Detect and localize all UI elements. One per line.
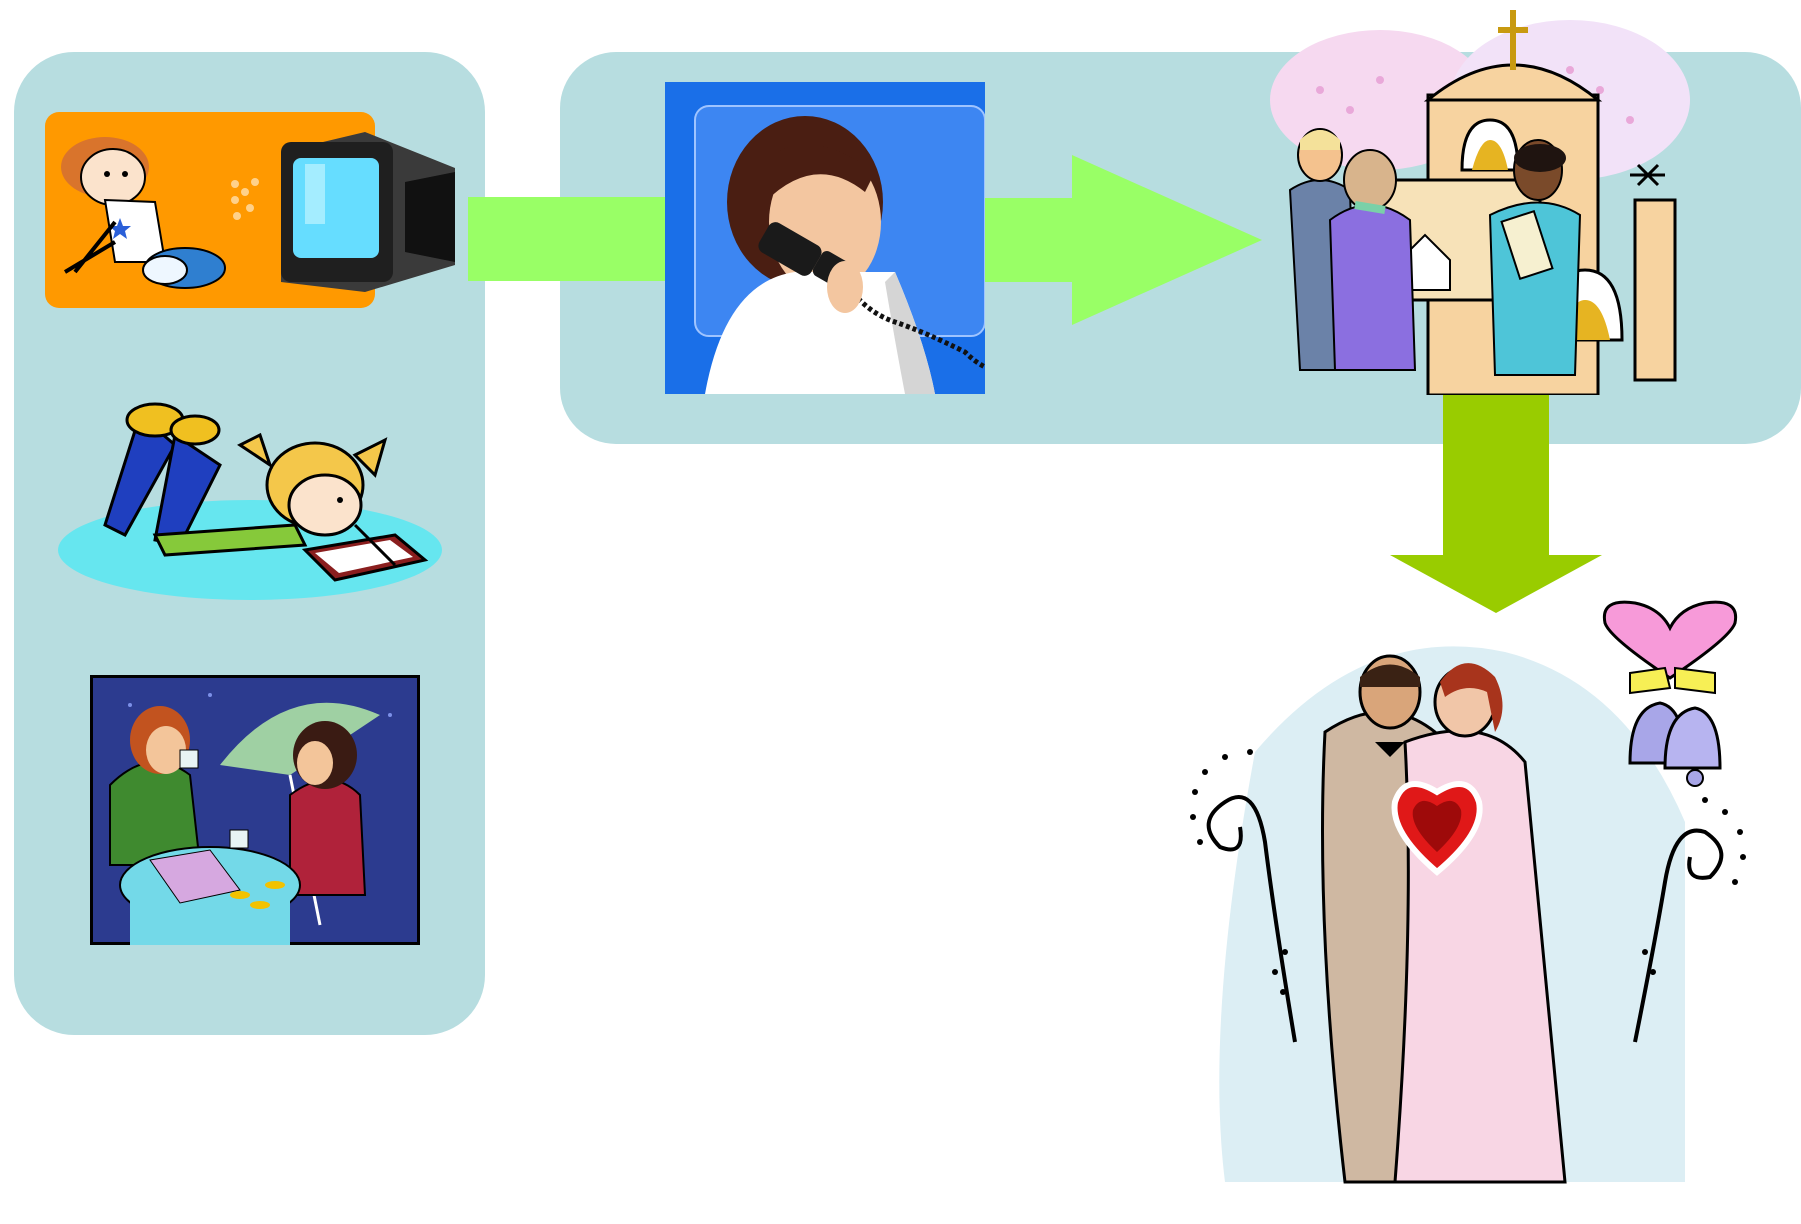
girl-writing-diary-icon (55, 395, 445, 605)
right-arrow-icon (982, 155, 1272, 325)
couple-meeting-planner-icon (1240, 0, 1690, 395)
women-cafe-chat-icon (90, 675, 420, 945)
connector-bar (468, 197, 668, 281)
woman-on-phone-icon (665, 82, 985, 394)
wedding-bells-icon (1590, 598, 1750, 793)
kid-watching-tv-icon (45, 112, 455, 312)
down-arrow-icon (1390, 385, 1602, 613)
